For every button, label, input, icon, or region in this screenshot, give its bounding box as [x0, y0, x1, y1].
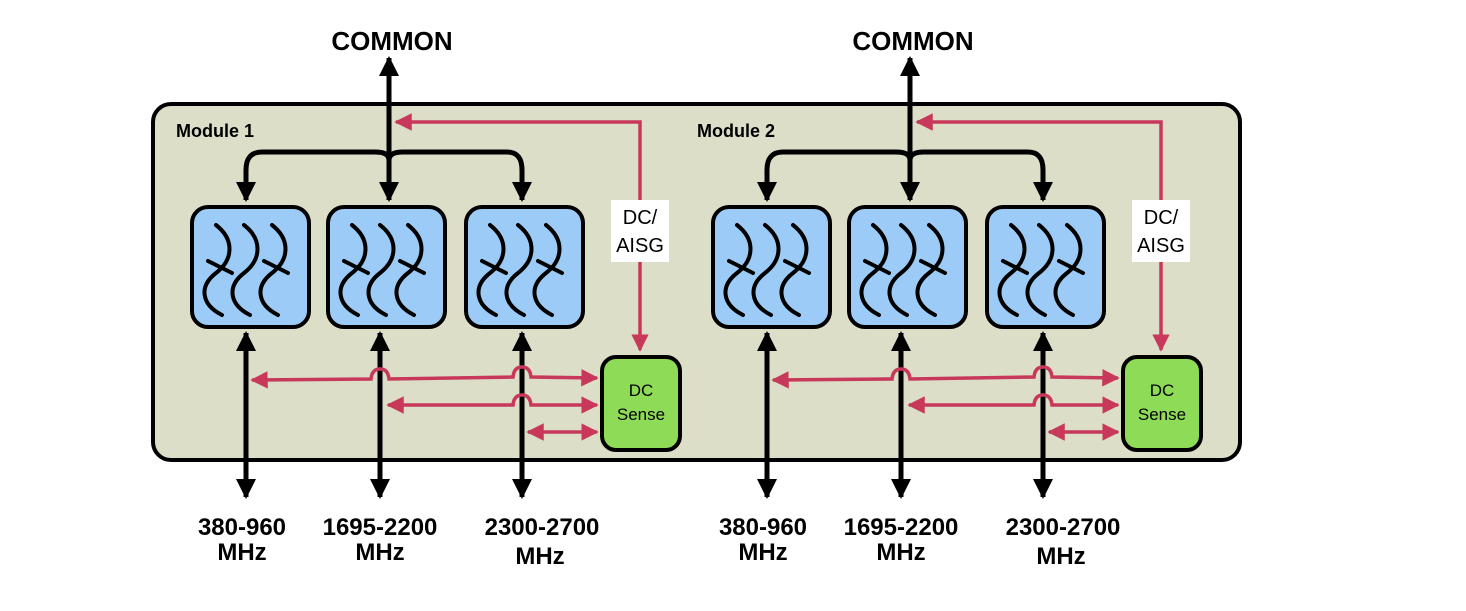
band-label: 380-960	[719, 514, 807, 541]
branch-arrow-low	[236, 149, 392, 202]
dc-aisg-label: DC/	[1144, 207, 1179, 229]
band-label: 380-960	[198, 514, 286, 541]
dc-aisg-label: AISG	[1137, 235, 1185, 257]
bandpass-filter-icon	[723, 223, 811, 317]
dc-sense-label: DC	[1150, 381, 1175, 400]
bandpass-filter	[847, 205, 968, 329]
band-label: 2300-2700	[1006, 514, 1121, 541]
dc-sense-label: Sense	[617, 405, 665, 424]
dc-sense-label: Sense	[1138, 405, 1186, 424]
band-label: 2300-2700	[485, 514, 600, 541]
dc-aisg-label: DC/	[623, 207, 658, 229]
module-label: Module 1	[176, 121, 254, 141]
module-1: Module 1COMMON380-960MHz1695-2200MHz2300…	[176, 26, 682, 570]
dc-sense-line-low	[771, 365, 1120, 389]
band-unit-label: MHz	[876, 539, 925, 566]
dc-aisg-path	[394, 113, 649, 352]
band-unit-label: MHz	[217, 539, 266, 566]
band-label: 1695-2200	[844, 514, 959, 541]
dc-sense-line-low	[250, 365, 599, 389]
bandpass-filter-icon	[202, 223, 290, 317]
common-port-label: COMMON	[331, 26, 452, 56]
dc-sense-label: DC	[629, 381, 654, 400]
bandpass-filter	[464, 205, 585, 329]
module-2: Module 2COMMON380-960MHz1695-2200MHz2300…	[697, 26, 1203, 570]
dc-aisg-path	[915, 113, 1170, 352]
band-unit-label: MHz	[738, 539, 787, 566]
band-unit-label: MHz	[515, 543, 564, 570]
dc-sense-box	[600, 355, 682, 452]
module-label: Module 2	[697, 121, 775, 141]
bandpass-filter	[326, 205, 447, 329]
bandpass-filter	[985, 205, 1106, 329]
dc-aisg-label-bg	[611, 200, 669, 262]
branch-arrow-low	[757, 149, 913, 202]
common-port-label: COMMON	[852, 26, 973, 56]
dc-aisg-label: AISG	[616, 235, 664, 257]
dc-aisg-label-bg	[1132, 200, 1190, 262]
band-unit-label: MHz	[355, 539, 404, 566]
dc-sense-line-mid	[386, 393, 599, 414]
bandpass-filter	[190, 205, 311, 329]
dc-sense-box	[1121, 355, 1203, 452]
dc-sense-line-mid	[907, 393, 1120, 414]
band-label: 1695-2200	[323, 514, 438, 541]
band-unit-label: MHz	[1036, 543, 1085, 570]
bandpass-filter	[711, 205, 832, 329]
